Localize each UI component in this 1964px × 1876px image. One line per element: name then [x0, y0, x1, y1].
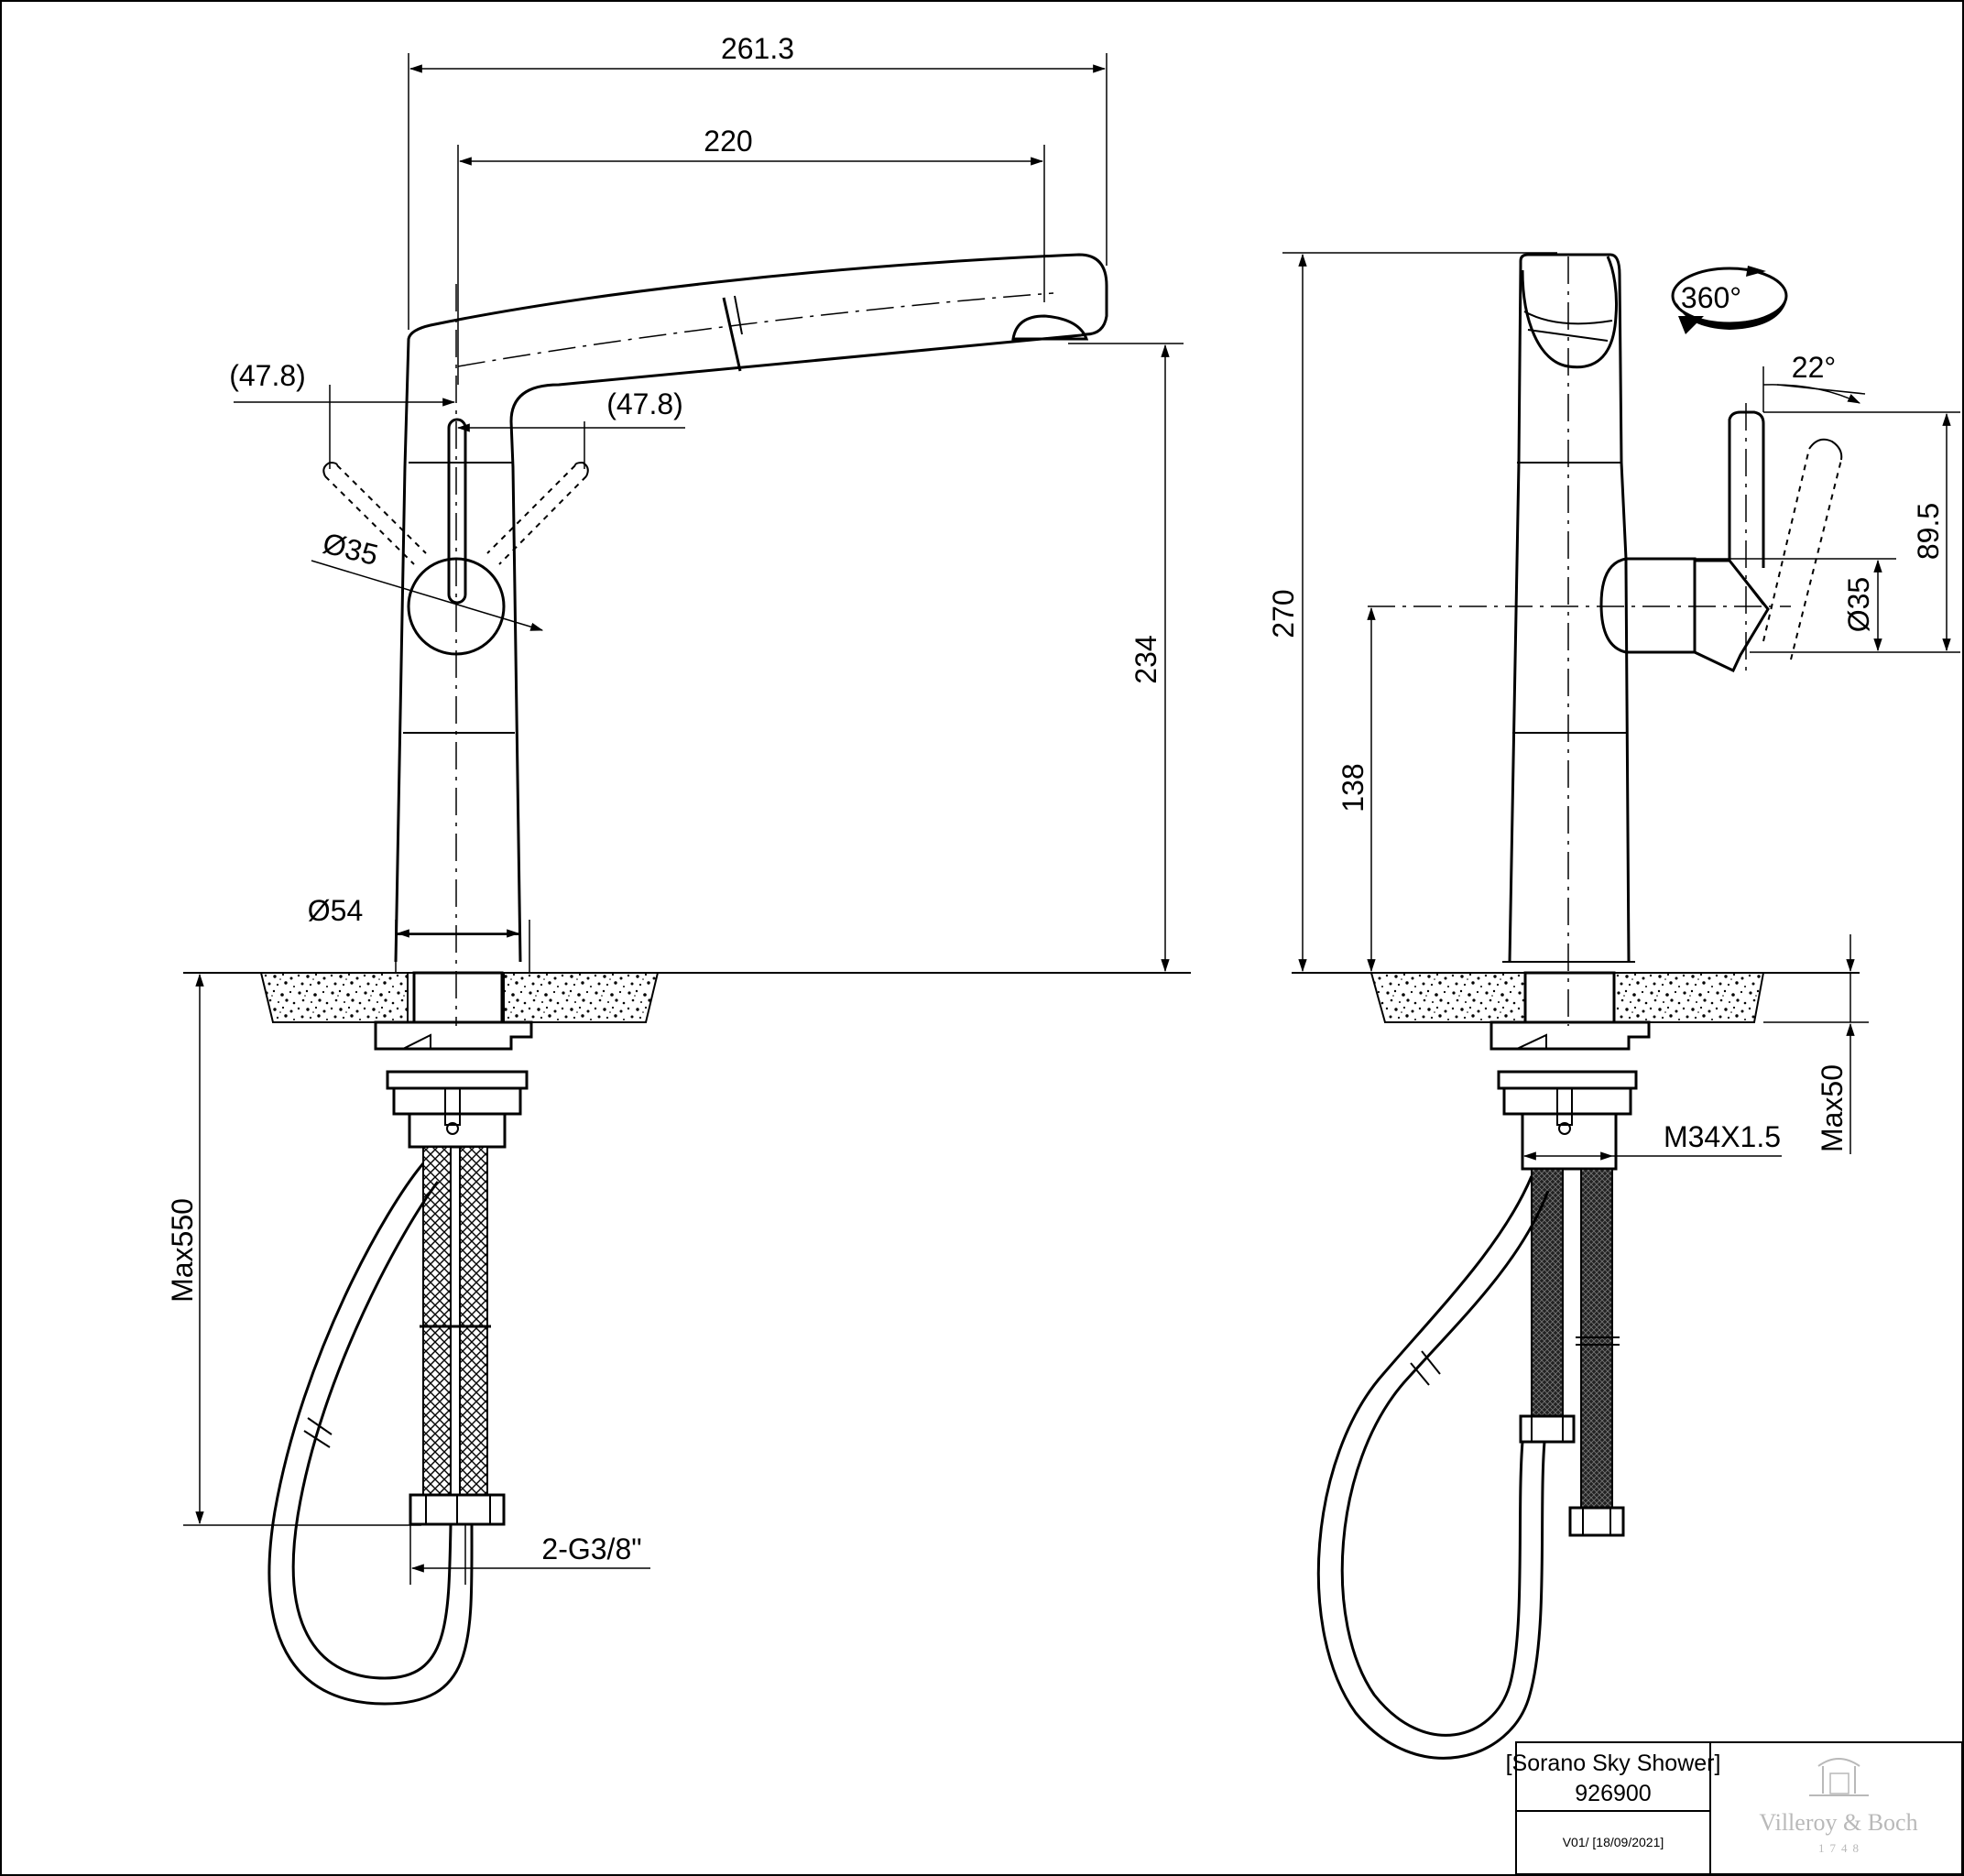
dim-lever-axis-height: 138: [1337, 763, 1369, 812]
counter-top-right: [503, 972, 660, 1023]
side-view: 360° 270 138 89.5: [1267, 252, 1960, 1760]
dim-hose-length: Max550: [166, 1198, 199, 1303]
dim-counter-thickness: Max50: [1816, 1064, 1849, 1152]
rotation-arrow-icon: 360°: [1671, 266, 1788, 334]
dim-thread: M34X1.5: [1664, 1120, 1781, 1153]
logo-year: 1748: [1818, 1841, 1864, 1855]
version-date: V01/ [18/09/2021]: [1563, 1835, 1664, 1849]
dim-reach: 220: [704, 125, 752, 158]
dim-spout-height: 234: [1129, 635, 1162, 683]
dim-base-diameter: Ø54: [308, 894, 363, 927]
dim-connection: 2-G3/8": [541, 1532, 641, 1565]
hose-right: [459, 1146, 488, 1496]
faucet-body-front: [394, 253, 1108, 963]
dim-lever-height: 89.5: [1912, 503, 1945, 560]
side-hose-left: [1531, 1168, 1564, 1417]
side-counter-right: [1613, 972, 1765, 1023]
product-name: [Sorano Sky Shower]: [1506, 1751, 1721, 1776]
hose-left: [422, 1146, 452, 1496]
counter-top-left: [259, 972, 409, 1023]
article-number: 926900: [1575, 1781, 1651, 1806]
logo-text: Villeroy & Boch: [1759, 1809, 1917, 1836]
spout-outlet: [1011, 314, 1089, 341]
dim-lever-diameter: Ø35: [320, 527, 381, 573]
faucet-body-side: [1508, 253, 1631, 963]
dim-lever-left: (47.8): [229, 359, 306, 392]
dim-lever-angle: 22°: [1792, 351, 1836, 384]
dim-width-overall: 261.3: [721, 32, 794, 65]
front-view: 261.3 220 (47.8) (47.8) Ø35 234 Ø54 Max5…: [166, 32, 1191, 1706]
lever-ball: [407, 557, 506, 656]
dim-rotation: 360°: [1681, 281, 1741, 314]
villeroy-boch-logo-icon: Villeroy & Boch 1748: [1759, 1758, 1918, 1855]
dim-side-lever-diameter: Ø35: [1842, 577, 1875, 632]
dim-lever-right: (47.8): [606, 387, 683, 420]
dim-height-total: 270: [1267, 589, 1300, 638]
title-block: [Sorano Sky Shower] 926900 V01/ [18/09/2…: [1506, 1741, 1963, 1875]
side-counter-left: [1369, 972, 1526, 1023]
